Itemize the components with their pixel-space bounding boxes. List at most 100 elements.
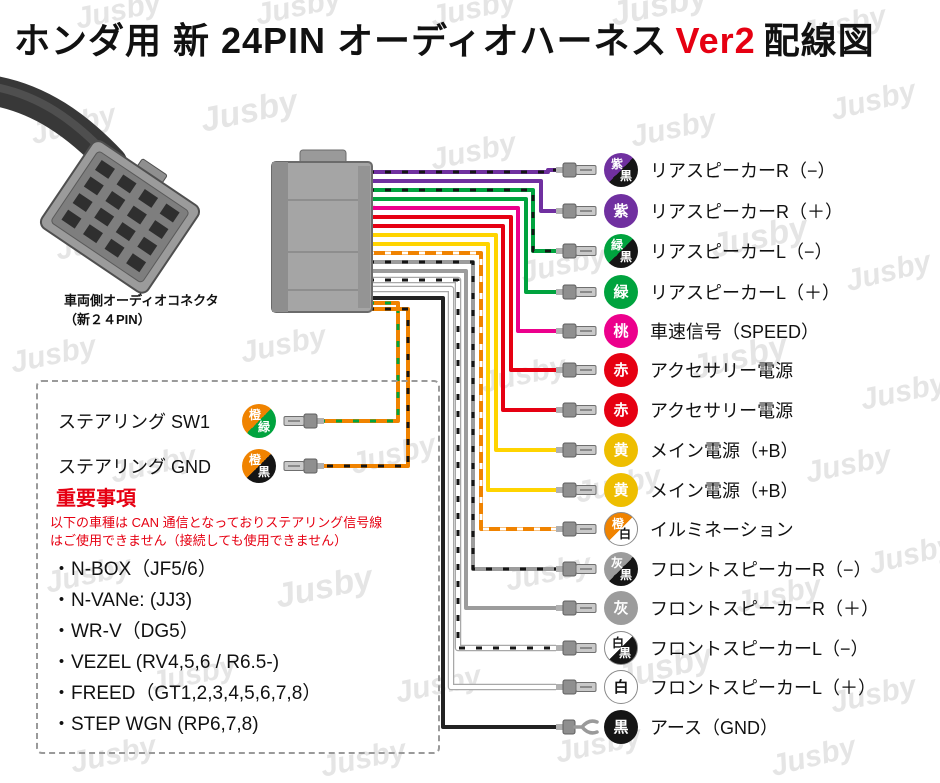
- wire-label: リアスピーカーL（−）: [650, 242, 833, 262]
- wire-rear-l-plus: [368, 197, 556, 294]
- model-list-item: ・WR-V（DG5）: [52, 621, 199, 642]
- model-list-item: ・N-BOX（JF5/6）: [52, 559, 217, 580]
- spade-terminal-icon: [556, 159, 600, 181]
- model-list-item: ・STEP WGN (RP6,7,8): [52, 714, 259, 735]
- wire-speed: [368, 206, 556, 333]
- title-prefix: ホンダ用 新 24PIN オーディオハーネス: [14, 20, 668, 61]
- wire-label: リアスピーカーR（＋）: [650, 202, 843, 222]
- wire-label: フロントスピーカーL（＋）: [650, 678, 877, 698]
- wire-rear-r-plus: [368, 179, 556, 213]
- wire-label: アース（GND）: [650, 718, 779, 738]
- spade-terminal-icon: [556, 479, 600, 501]
- wire-row: 灰黒フロントスピーカーR（−）: [556, 551, 872, 587]
- wire-color-badge: 黄: [604, 473, 638, 507]
- wire-row: 緑リアスピーカーL（＋）: [556, 274, 840, 310]
- vehicle-connector-illustration: [0, 76, 201, 294]
- wire-color-badge: 緑黒: [604, 234, 638, 268]
- wire-color-badge: 紫: [604, 194, 638, 228]
- wire-acc-2: [368, 224, 556, 412]
- wire-row: 桃車速信号（SPEED）: [556, 313, 819, 349]
- steering-row-gnd: ステアリング GND 橙黒: [58, 449, 324, 483]
- wire-color-badge: 灰黒: [604, 552, 638, 586]
- wire-rear-l-minus: [368, 188, 556, 253]
- wire-label: 車速信号（SPEED）: [650, 322, 820, 342]
- wire-stripe: [320, 307, 410, 468]
- wire-main-1: [368, 233, 556, 452]
- wire-label: リアスピーカーR（−）: [650, 161, 836, 181]
- wire-color-badge: 緑: [604, 275, 638, 309]
- vehicle-connector-label: 車両側オーディオコネクタ （新２４PIN）: [64, 292, 219, 330]
- wire-color-badge: 赤: [604, 393, 638, 427]
- wire-label: メイン電源（+B）: [650, 481, 799, 501]
- model-list-item: ・FREED（GT1,2,3,4,5,6,7,8）: [52, 683, 322, 704]
- harness-connector-block: [271, 149, 373, 313]
- wire-ground: [368, 296, 556, 729]
- wire-color-badge: 灰: [604, 591, 638, 625]
- wire-row: 黄メイン電源（+B）: [556, 432, 799, 468]
- wire-row: 赤アクセサリー電源: [556, 392, 793, 428]
- title-version-accent: Ver2: [675, 20, 756, 61]
- wire-acc-1: [368, 215, 556, 372]
- spade-terminal-icon: [556, 676, 600, 698]
- spade-terminal-icon: [280, 410, 324, 432]
- wire-label: アクセサリー電源: [650, 401, 794, 421]
- model-list-item: ・VEZEL (RV4,5,6 / R6.5-): [52, 652, 280, 673]
- notice-text-line1: 以下の車種は CAN 通信となっておりステアリング信号線: [50, 515, 383, 530]
- wire-stripe: [368, 168, 556, 174]
- wire-color-badge: 黄: [604, 433, 638, 467]
- steering-row-sw1: ステアリング SW1 橙緑: [58, 404, 324, 438]
- wire-color-badge: 桃: [604, 314, 638, 348]
- spade-terminal-icon: [556, 359, 600, 381]
- spade-terminal-icon: [556, 439, 600, 461]
- spade-terminal-icon: [556, 597, 600, 619]
- wire-color-badge: 白黒: [604, 631, 638, 665]
- spade-terminal-icon: [556, 240, 600, 262]
- wire-row: 紫リアスピーカーR（＋）: [556, 193, 843, 229]
- wire-color-badge: 紫黒: [604, 153, 638, 187]
- steering-notice-box: [36, 380, 440, 754]
- wire-front-l-plus: [368, 287, 556, 689]
- spade-terminal-icon: [556, 518, 600, 540]
- wire-label: イルミネーション: [650, 520, 794, 540]
- steering-gnd-label: ステアリング GND: [58, 457, 211, 477]
- fork-terminal-icon: [556, 716, 600, 738]
- wire-color-badge: 白: [604, 670, 638, 704]
- wire-row: 緑黒リアスピーカーL（−）: [556, 233, 833, 269]
- wire-color-badge: 橙緑: [242, 404, 276, 438]
- steering-sw1-label: ステアリング SW1: [58, 412, 211, 432]
- wire-label: リアスピーカーL（＋）: [650, 283, 841, 303]
- wire-label: アクセサリー電源: [650, 361, 794, 381]
- model-list-item: ・N-VANe: (JJ3): [52, 590, 193, 611]
- wire-stripe: [368, 278, 556, 650]
- spade-terminal-icon: [556, 558, 600, 580]
- title-suffix: 配線図: [763, 20, 875, 61]
- wire-label: フロントスピーカーR（−）: [650, 560, 872, 580]
- wire-row: 紫黒リアスピーカーR（−）: [556, 152, 836, 188]
- wire-main-2: [368, 242, 556, 492]
- wire-front-r-plus: [368, 269, 556, 610]
- spade-terminal-icon: [556, 200, 600, 222]
- wire-row: 赤アクセサリー電源: [556, 352, 793, 388]
- wire-stripe: [368, 260, 556, 571]
- wire-row: 灰フロントスピーカーR（＋）: [556, 590, 879, 626]
- wire-color-badge: 橙黒: [242, 449, 276, 483]
- wire-row: 黄メイン電源（+B）: [556, 472, 799, 508]
- spade-terminal-icon: [556, 320, 600, 342]
- wire-color-badge: 赤: [604, 353, 638, 387]
- wire-row: 白黒フロントスピーカーL（−）: [556, 630, 869, 666]
- wire-row: 白フロントスピーカーL（＋）: [556, 669, 876, 705]
- wire-stripe: [320, 301, 400, 423]
- wire-color-badge: 黒: [604, 710, 638, 744]
- spade-terminal-icon: [556, 281, 600, 303]
- notice-text-line2: はご使用できません（接続しても使用できません）: [50, 533, 348, 548]
- wire-color-badge: 橙白: [604, 512, 638, 546]
- vehicle-connector-label-line1: 車両側オーディオコネクタ: [64, 293, 219, 308]
- wire-label: フロントスピーカーR（＋）: [650, 599, 879, 619]
- vehicle-connector-label-line2: （新２４PIN）: [64, 311, 151, 327]
- wire-label: メイン電源（+B）: [650, 441, 799, 461]
- wire-row: 黒アース（GND）: [556, 709, 778, 745]
- notice-heading: 重要事項: [56, 488, 136, 510]
